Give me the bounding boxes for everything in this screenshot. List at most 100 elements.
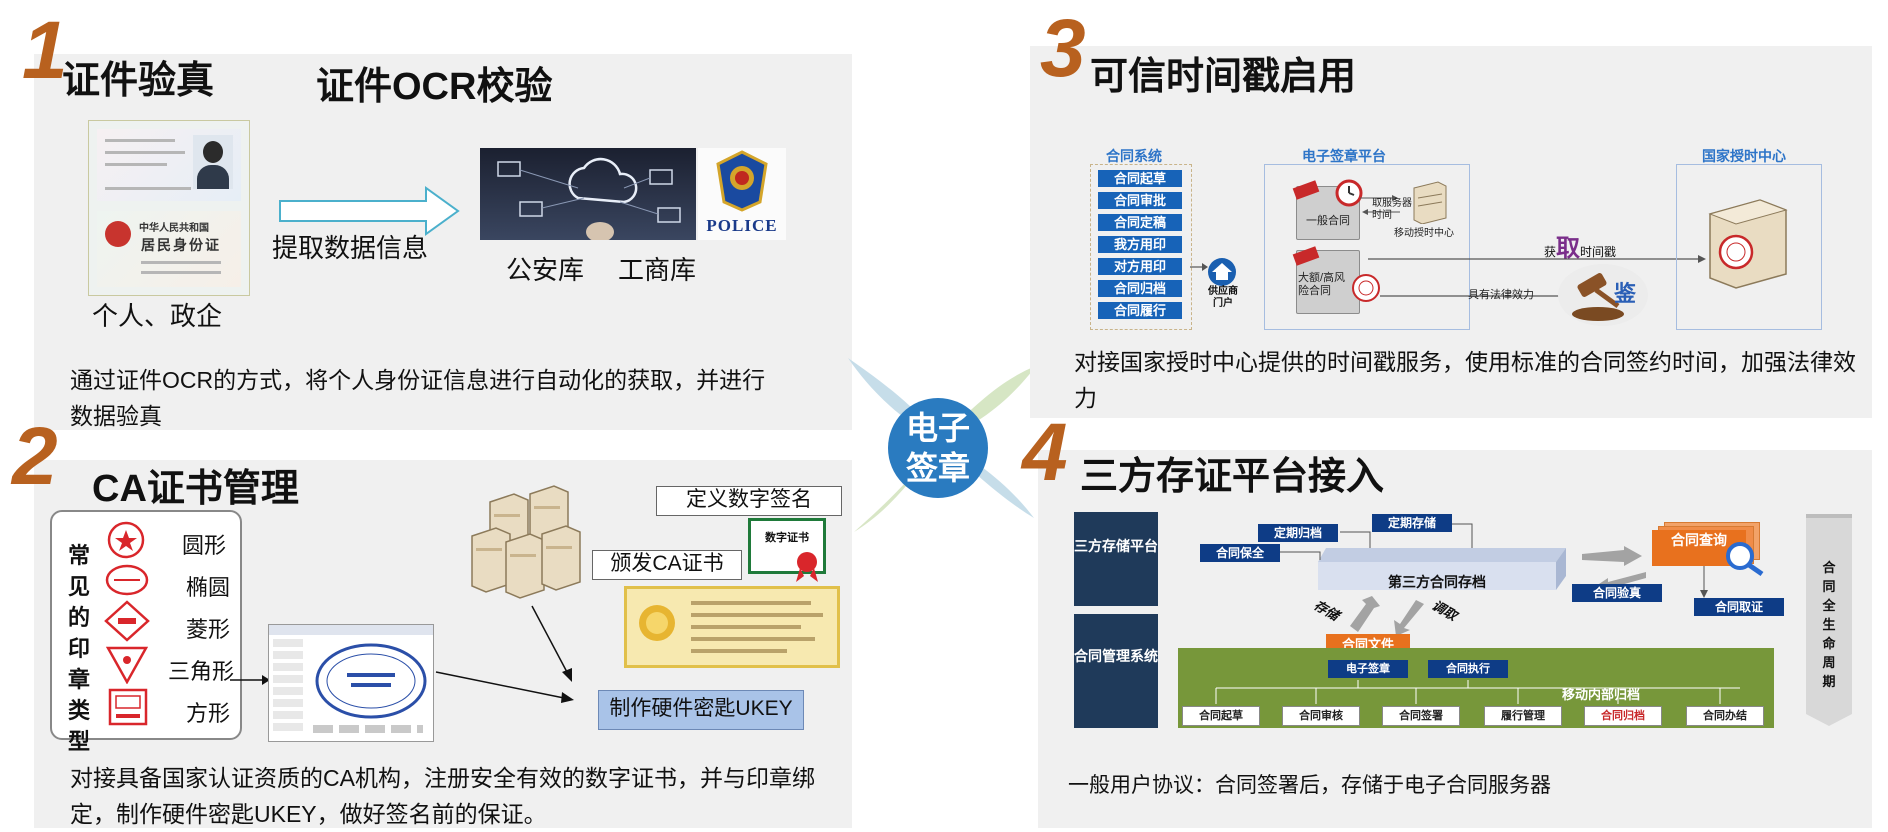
e-sign-node: 电子签章 <box>1328 660 1408 678</box>
clock-icon <box>1335 179 1363 207</box>
section1-title: 证件验真 <box>62 60 215 102</box>
verify-mark: 鉴 <box>1614 281 1637 306</box>
stamp-software-screenshot <box>268 624 434 742</box>
stamp-square-icon <box>108 688 148 726</box>
execute-node: 合同执行 <box>1428 660 1508 678</box>
contract-to-portal-arrow <box>1190 263 1208 271</box>
triangle-pointer-arrow <box>230 675 270 685</box>
btn-execute[interactable]: 合同履行 <box>1098 302 1182 319</box>
portal-label: 供应商门户 <box>1208 286 1238 309</box>
stamp-types-label: 常见的印章类型 <box>68 543 91 754</box>
mobile-center-label: 移动授时中心 <box>1394 228 1454 239</box>
section4-number: 4 <box>1022 407 1068 498</box>
store-connectors <box>1280 523 1473 560</box>
shape-diamond-label: 菱形 <box>186 617 231 642</box>
flow-step-review: 合同审核 <box>1282 706 1360 726</box>
get-timestamp-label: 获取时间戳 <box>1544 236 1616 265</box>
police-text: POLICE <box>706 216 778 235</box>
get-ts-suffix: 时间戳 <box>1580 245 1617 259</box>
magnifier-icon <box>1726 542 1764 577</box>
national-time-frame <box>1676 164 1822 330</box>
btn-archive[interactable]: 合同归档 <box>1098 280 1182 297</box>
contract-obtain-node: 合同取证 <box>1694 598 1784 616</box>
id-photo <box>193 135 233 189</box>
issue-cert-box <box>592 550 742 580</box>
flow-connector-line <box>1215 680 1740 704</box>
center-line2: 签章 <box>905 450 970 486</box>
periodic-archive-node: 定期归档 <box>1258 524 1338 542</box>
btn-approve[interactable]: 合同审批 <box>1098 192 1182 209</box>
slab-to-query-arrow <box>1582 546 1642 566</box>
id-card-title: 中华人民共和国 <box>139 223 209 234</box>
portal-icon <box>1208 258 1236 286</box>
center-circle <box>888 398 988 498</box>
server-cluster-icon <box>471 485 581 599</box>
btn-our-seal[interactable]: 我方用印 <box>1098 236 1182 253</box>
mobile-time-server-icon <box>1413 181 1447 224</box>
business-db-label: 工商库 <box>618 255 697 285</box>
center-line1: 电子 <box>905 410 970 446</box>
section1-description: 通过证件OCR的方式，将个人身份证信息进行自动化的获取，并进行数据验真 <box>70 367 766 429</box>
cert-to-ukey-arrow <box>531 605 572 682</box>
issue-cert-label: 颁发CA证书 <box>610 552 724 575</box>
person-label: 个人、政企 <box>92 301 223 331</box>
id-card-subtitle: 居民身份证 <box>141 237 221 253</box>
btn-draft[interactable]: 合同起草 <box>1098 170 1182 187</box>
define-signature-box <box>656 486 842 516</box>
shape-triangle-label: 三角形 <box>168 659 235 684</box>
flow-step-sign: 合同签署 <box>1382 706 1460 726</box>
fetch-arrow <box>1394 600 1424 636</box>
stamp-round-icon <box>107 521 145 559</box>
section2-title: CA证书管理 <box>92 468 299 510</box>
periodic-store-node: 定期存储 <box>1372 514 1452 532</box>
contract-mgmt-box: 合同管理系统 <box>1074 614 1158 728</box>
section4-title: 三方存证平台接入 <box>1080 456 1385 498</box>
third-party-store-slab <box>1318 548 1566 590</box>
public-security-db-label: 公安库 <box>506 255 585 285</box>
get-ts-big: 取 <box>1556 235 1581 262</box>
flow-step-draft: 合同起草 <box>1182 706 1260 726</box>
cloud-database-image <box>480 148 696 240</box>
flow-step-perform: 履行管理 <box>1484 706 1562 726</box>
stamp-triangle-icon <box>106 646 148 684</box>
mobile-archive-label: 移动内部归档 <box>1562 687 1641 702</box>
three-party-platform-box: 三方存储平台 <box>1074 512 1158 606</box>
digital-cert-title: 数字证书 <box>765 532 809 544</box>
platform-heading: 电子签章平台 <box>1302 148 1386 164</box>
section4-description: 一般用户协议：合同签署后，存储于电子合同服务器 <box>1068 774 1551 797</box>
extract-arrow <box>279 186 460 236</box>
flow-step-close: 合同办结 <box>1686 706 1764 726</box>
software-to-ukey-arrow <box>435 671 574 703</box>
timestamp-arrow <box>1368 255 1706 263</box>
store-arrow <box>1350 596 1380 632</box>
stamp-oval-icon <box>105 564 149 596</box>
ukey-label: 制作硬件密匙UKEY <box>609 697 793 720</box>
contract-system-heading: 合同系统 <box>1106 148 1162 164</box>
section2-description: 对接具备国家认证资质的CA机构，注册安全有效的数字证书，并与印章绑定，制作硬件密… <box>70 765 815 827</box>
btn-their-seal[interactable]: 对方用印 <box>1098 258 1182 275</box>
fetch-service-label: 取服务器时间 <box>1372 198 1412 221</box>
query-to-obtain-connector <box>1700 566 1708 598</box>
gavel-icon: 鉴 <box>1558 264 1648 326</box>
national-time-center-heading: 国家授时中心 <box>1702 148 1786 164</box>
flow-step-archive: 合同归档 <box>1584 706 1662 726</box>
btn-finalize[interactable]: 合同定稿 <box>1098 214 1182 231</box>
section1-number: 1 <box>22 5 68 96</box>
round-seal-icon <box>1352 274 1380 302</box>
contract-system-frame <box>1090 164 1192 330</box>
get-ts-prefix: 获 <box>1544 245 1557 259</box>
police-badge-icon: POLICE <box>698 148 786 240</box>
doc-to-mobile-arrow <box>1360 195 1400 215</box>
national-emblem-icon <box>105 221 131 247</box>
shape-oval-label: 椭圆 <box>186 575 231 600</box>
lifecycle-banner <box>1806 514 1852 726</box>
stamp-diamond-icon <box>104 600 150 642</box>
contract-verify-node: 合同验真 <box>1572 584 1662 602</box>
shape-square-label: 方形 <box>186 701 231 726</box>
section3-title: 可信时间戳启用 <box>1090 56 1357 98</box>
third-party-store-label: 第三方合同存档 <box>1388 574 1486 590</box>
national-time-server-icon <box>1708 199 1788 289</box>
ca-certificate-image <box>624 586 840 668</box>
section2-number: 2 <box>12 411 58 502</box>
cert-ribbon-icon <box>796 552 818 582</box>
